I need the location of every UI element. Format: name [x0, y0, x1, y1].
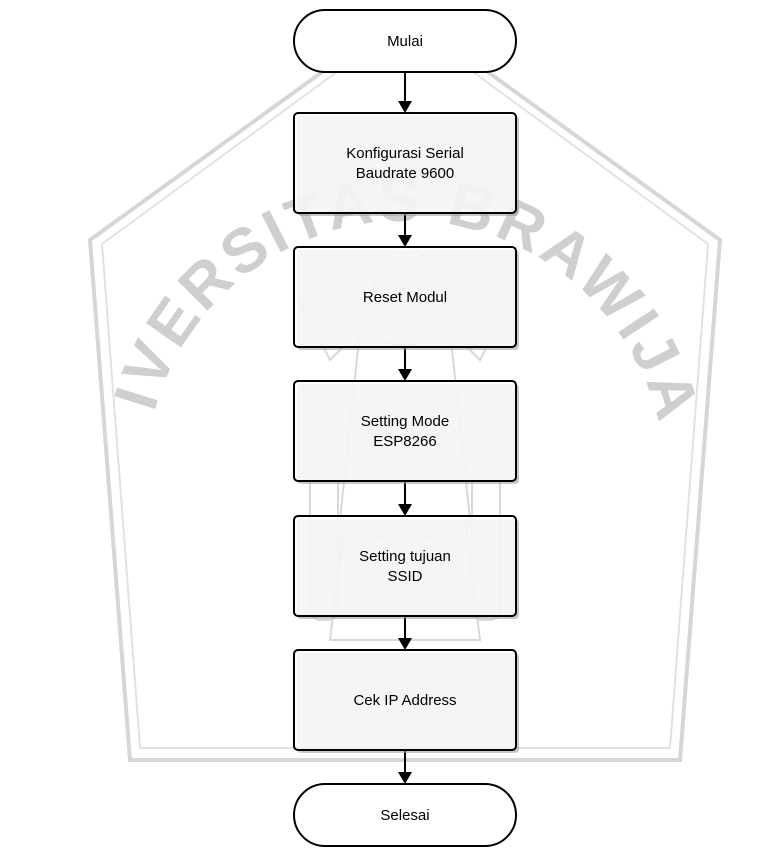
- arrowhead: [398, 235, 412, 247]
- node-label: Reset Modul: [363, 289, 447, 306]
- arrow-set-ssid-to-check-ip: [398, 616, 412, 650]
- node-label: ESP8266: [373, 433, 436, 450]
- arrow-set-mode-to-set-ssid: [398, 481, 412, 516]
- arrow-check-ip-to-end: [398, 750, 412, 784]
- process-shape: [293, 380, 517, 482]
- arrow-start-to-serial-config: [398, 72, 412, 113]
- node-reset-module: Reset Modul: [293, 246, 519, 350]
- node-label: Baudrate 9600: [356, 165, 454, 182]
- node-label: Cek IP Address: [353, 692, 456, 709]
- node-label: Selesai: [380, 807, 429, 824]
- node-check-ip: Cek IP Address: [293, 649, 519, 753]
- process-shape: [293, 246, 517, 348]
- arrowhead: [398, 504, 412, 516]
- arrow-reset-module-to-set-mode: [398, 347, 412, 381]
- arrowhead: [398, 638, 412, 650]
- terminator-shape: [293, 9, 517, 73]
- node-label: SSID: [387, 568, 422, 585]
- process-shape: [293, 515, 517, 617]
- node-label: Konfigurasi Serial: [346, 145, 464, 162]
- process-shape: [293, 112, 517, 214]
- process-shape: [293, 649, 517, 751]
- node-label: Setting Mode: [361, 413, 449, 430]
- arrowhead: [398, 101, 412, 113]
- node-start: Mulai: [293, 9, 517, 73]
- flowchart-connectors: [398, 72, 412, 784]
- arrowhead: [398, 369, 412, 381]
- node-end: Selesai: [293, 783, 517, 847]
- arrowhead: [398, 772, 412, 784]
- node-label: Mulai: [387, 33, 423, 50]
- arrow-serial-config-to-reset-module: [398, 213, 412, 247]
- terminator-shape: [293, 783, 517, 847]
- node-label: Setting tujuan: [359, 548, 451, 565]
